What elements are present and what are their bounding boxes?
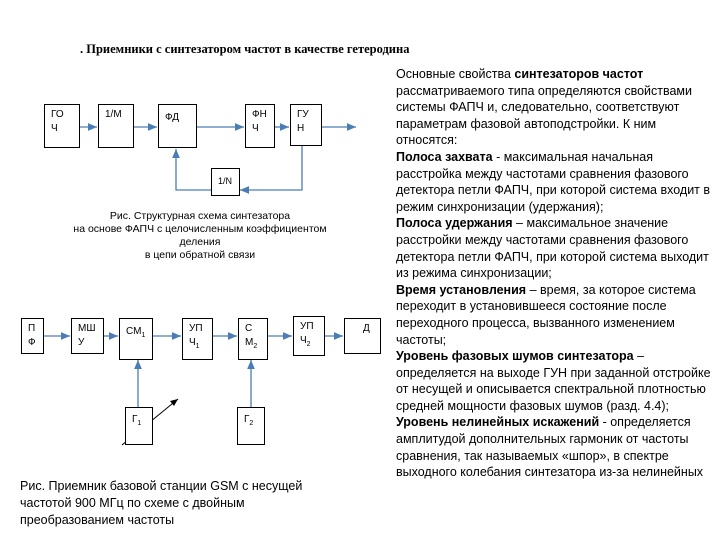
property-item: Уровень фазовых шумов синтезатора – опре… [396,349,711,413]
property-item: Полоса удержания – максимальное значение… [396,216,709,281]
block-mixer-2: С М2 [238,318,268,360]
property-item: Время установления – время, за которое с… [396,282,696,347]
property-item: Уровень нелинейных искажений - определяе… [396,415,704,480]
block-if-amp-2: УП Ч2 [293,316,325,356]
property-item: Полоса захвата - максимальная начальная … [396,149,711,214]
block-divider-n: 1/N [211,168,240,196]
block-if-amp-1: УП Ч1 [182,318,213,360]
block-detector: Д [344,318,381,354]
page-title: . Приемники с синтезатором частот в каче… [80,42,410,56]
block-local-oscillator-1: Г1 [125,407,153,445]
block-divider-m: 1/М [98,104,134,148]
block-mixer-1: СМ1 [119,318,153,360]
block-local-oscillator-2: Г2 [237,407,265,445]
block-phase-detector: ФД [158,104,197,148]
synthesizer-properties-text: Основные свойства синтезаторов частот ра… [396,66,718,481]
diagram2-caption: Рис. Приемник базовой станции GSM с несу… [20,479,303,527]
wire-divn-to-pd [172,149,211,191]
intro-paragraph: Основные свойства синтезаторов частот ра… [396,67,693,148]
wire-vco-to-divn [240,146,303,194]
diagram1-caption: Рис. Структурная схема синтезатора на ос… [73,210,327,261]
